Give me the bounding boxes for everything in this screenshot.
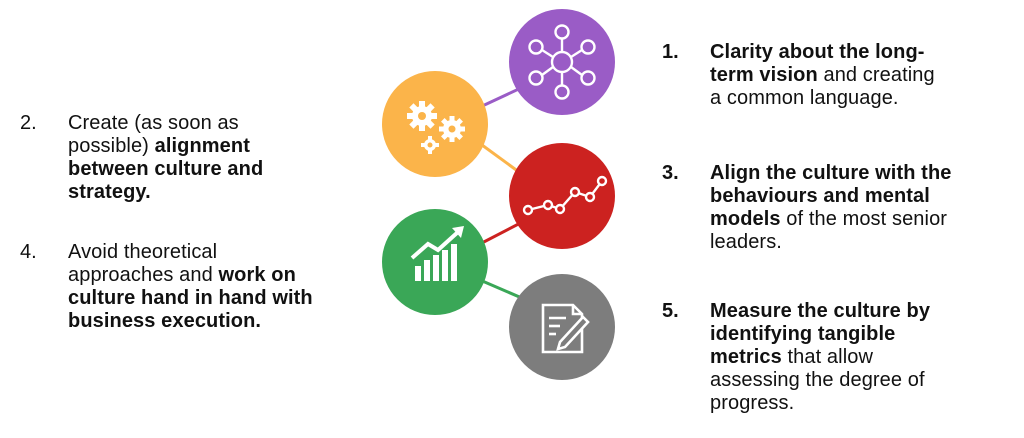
text-line: culture hand in hand with [68,287,313,310]
text-line: metrics that allow [710,346,930,369]
text-line: models of the most senior [710,208,952,231]
text-line: a common language. [710,87,935,110]
item-number: 3. [662,162,679,184]
text-line: possible) alignment [68,135,263,158]
bold-segment: strategy. [68,181,151,203]
circle-trend [509,143,615,249]
bold-segment: alignment [154,135,250,157]
bold-segment: identifying tangible [710,323,896,345]
text-line: approaches and work on [68,264,313,287]
text-segment: a common language. [710,87,899,109]
text-line: identifying tangible [710,323,930,346]
text-segment: of the most senior [780,208,948,230]
document-edit-icon [541,303,590,354]
text-line: assessing the degree of [710,369,930,392]
bold-segment: work on [218,264,296,286]
circle-gears [382,71,488,177]
text-line: term vision and creating [710,64,935,87]
bold-segment: behaviours and mental [710,185,930,207]
text-line: Align the culture with the [710,162,952,185]
bold-segment: business execution. [68,310,262,332]
bold-segment: Align the culture with the [710,162,952,184]
gears-icon [407,101,465,154]
bold-segment: Clarity about the long- [710,41,925,63]
line-chart-icon [522,175,608,216]
bold-segment: metrics [710,346,782,368]
bold-segment: culture hand in hand with [68,287,313,309]
text-segment: assessing the degree of [710,369,925,391]
text-line: Create (as soon as [68,112,263,135]
text-line: between culture and [68,158,263,181]
circle-document [509,274,615,380]
text-line: behaviours and mental [710,185,952,208]
network-icon [528,24,596,100]
text-segment: leaders. [710,231,782,253]
text-segment: and creating [817,64,935,86]
item-number: 4. [20,241,37,263]
item-number: 5. [662,300,679,322]
text-segment: progress. [710,392,795,414]
circle-network [509,9,615,115]
text-line: progress. [710,392,930,415]
bold-segment: models [710,208,781,230]
circle-growth [382,209,488,315]
bold-segment: between culture and [68,158,264,180]
item-number: 2. [20,112,37,134]
text-line: business execution. [68,310,313,333]
text-line: Clarity about the long- [710,41,935,64]
bold-segment: Measure the culture by [710,300,931,322]
item-number: 1. [662,41,679,63]
text-line: leaders. [710,231,952,254]
text-line: Avoid theoretical [68,241,313,264]
text-line: Measure the culture by [710,300,930,323]
growth-chart-icon [410,226,464,281]
text-segment: approaches and [68,264,219,286]
item-text: Clarity about the long-term vision and c… [710,41,935,110]
text-line: strategy. [68,181,263,204]
text-segment: that allow [781,346,874,368]
text-segment: Create (as soon as [68,112,239,134]
text-segment: Avoid theoretical [68,241,218,263]
text-segment: possible) [68,135,155,157]
bold-segment: term vision [710,64,818,86]
